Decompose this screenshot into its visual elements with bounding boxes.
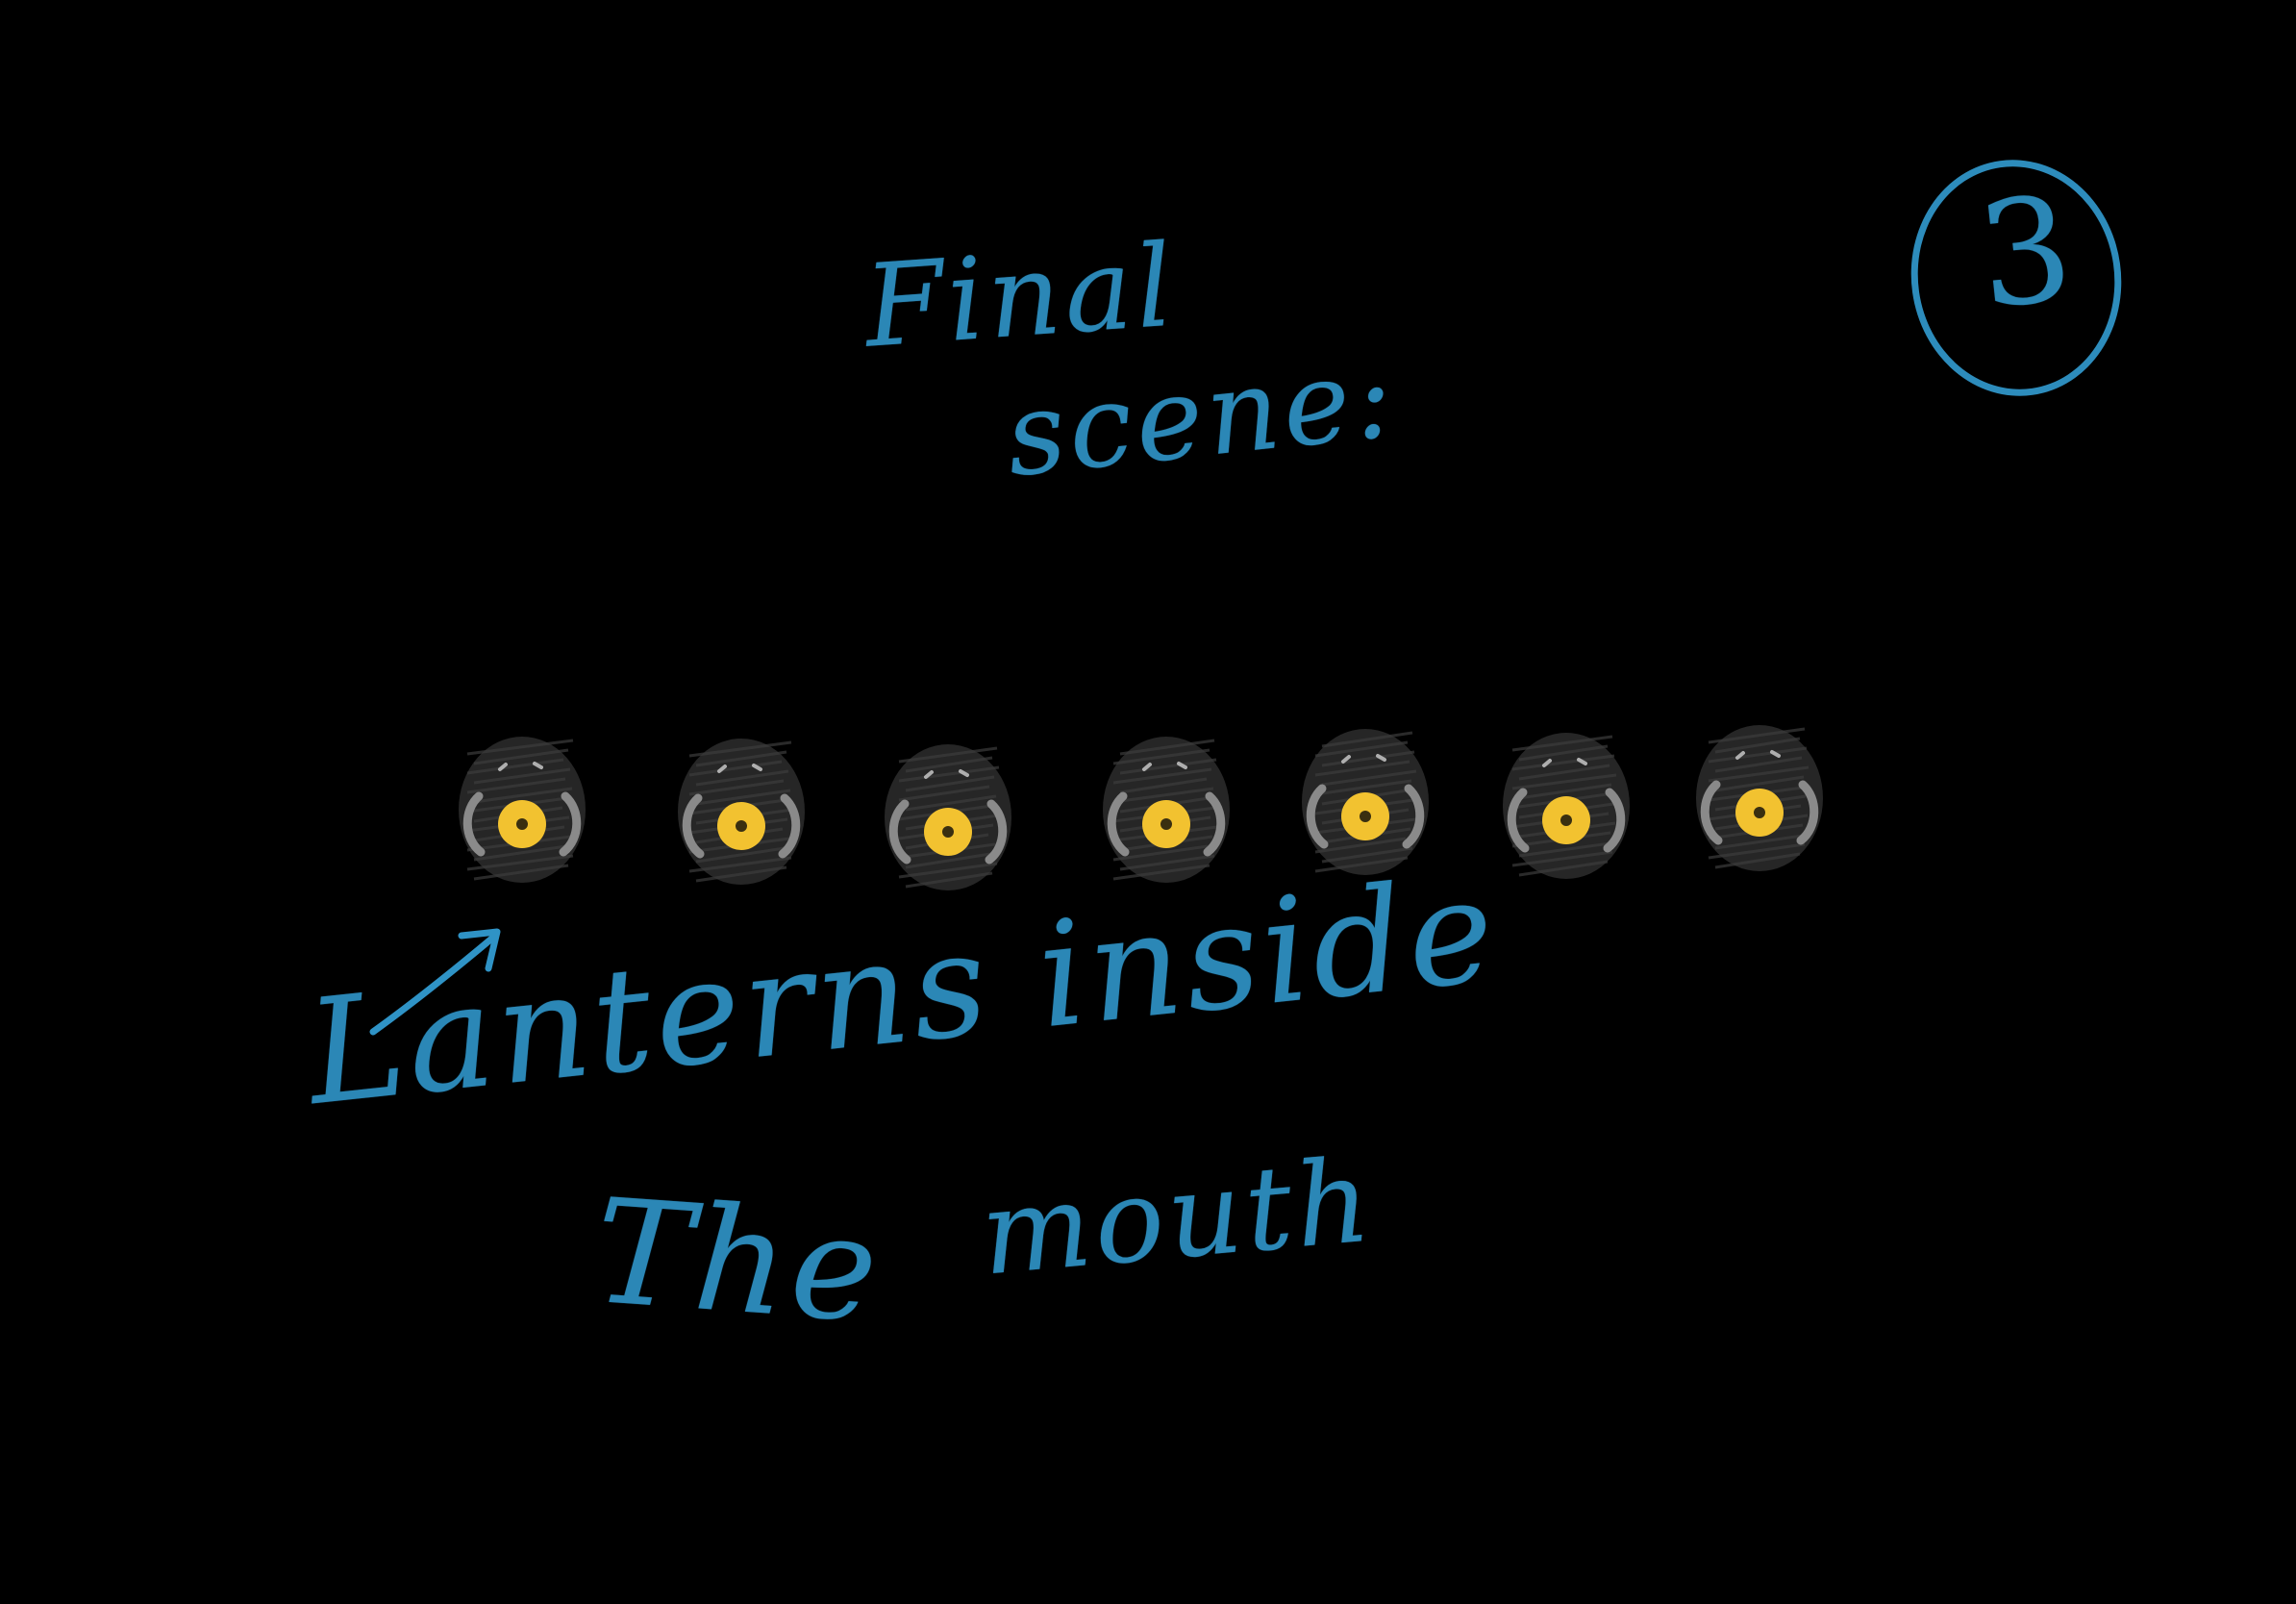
arrow-icon <box>369 928 501 1036</box>
lantern-icon <box>1494 727 1638 890</box>
lantern-icon <box>669 733 813 896</box>
lantern-icon <box>1687 719 1832 883</box>
note-line-mouth: mouth <box>976 1134 1380 1302</box>
lantern-icon <box>1094 731 1238 894</box>
page-number: 3 <box>1971 164 2084 342</box>
note-line-the: The <box>588 1168 886 1356</box>
lantern-icon <box>450 731 594 894</box>
note-line-lanterns-inside: Lanterns inside <box>300 846 1506 1139</box>
title-line-final: Final <box>861 218 1181 373</box>
lantern-icon <box>876 739 1020 902</box>
